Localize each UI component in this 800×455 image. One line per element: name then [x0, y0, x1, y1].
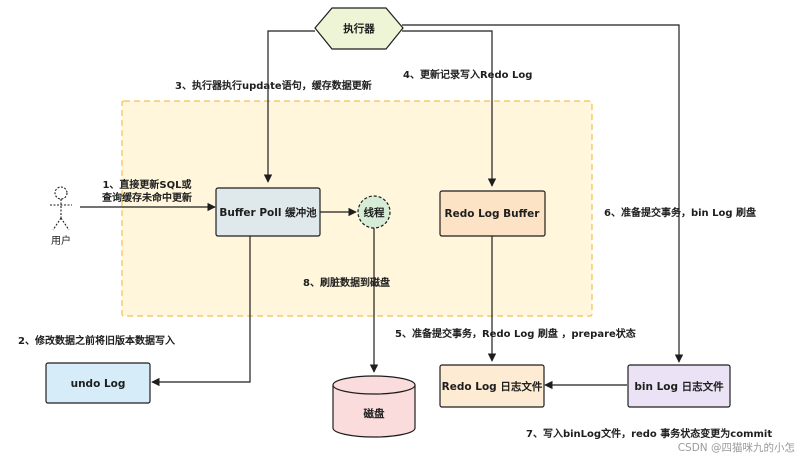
- disk-label: 磁盘: [364, 407, 385, 420]
- step-6-label: 6、准备提交事务，bin Log 刷盘: [604, 206, 756, 219]
- redo-log-file-label: Redo Log 日志文件: [442, 380, 543, 393]
- step-8-label: 8、刷脏数据到磁盘: [303, 276, 390, 289]
- step-1-label-line-1: 1、直接更新SQL或: [102, 178, 191, 191]
- step-4-label: 4、更新记录写入Redo Log: [403, 68, 532, 81]
- memory-area: [121, 100, 593, 317]
- step-1-label-line-2: 查询缓存未命中更新: [101, 191, 192, 204]
- step-7-label: 7、写入binLog文件，redo 事务状态变更为commit: [526, 427, 772, 440]
- bin-log-file-node: [627, 364, 731, 408]
- step-3-label: 3、执行器执行update语句，缓存数据更新: [175, 79, 372, 92]
- user-label: 用户: [51, 234, 71, 247]
- buffer-pool-label: Buffer Poll 缓冲池: [219, 206, 317, 219]
- thread-node: [357, 195, 391, 229]
- buffer-pool-node: [215, 187, 321, 237]
- bin-log-file-label: bin Log 日志文件: [634, 380, 724, 393]
- disk-node: [332, 375, 416, 438]
- undo-log-node: [45, 362, 151, 404]
- watermark: CSDN @四猫咪九的小怎: [678, 441, 795, 454]
- step-5-label: 5、准备提交事务，Redo Log 刷盘 ，prepare状态: [395, 327, 636, 340]
- redo-log-buffer-node: [439, 190, 546, 237]
- user-icon: [50, 186, 72, 231]
- undo-log-label: undo Log: [71, 378, 126, 390]
- step-2-label: 2、修改数据之前将旧版本数据写入: [18, 334, 175, 347]
- redo-log-buffer-label: Redo Log Buffer: [445, 208, 541, 220]
- thread-label: 线程: [364, 206, 385, 219]
- executor-node: [314, 7, 404, 50]
- edge-executor-to-redo-buffer: [402, 30, 497, 187]
- edge-buffer-pool-to-undo-log: [151, 236, 251, 387]
- executor-label: 执行器: [343, 22, 375, 35]
- redo-log-file-node: [439, 364, 545, 408]
- edge-executor-to-bin-log: [402, 24, 684, 363]
- edge-executor-to-buffer-pool: [263, 30, 315, 183]
